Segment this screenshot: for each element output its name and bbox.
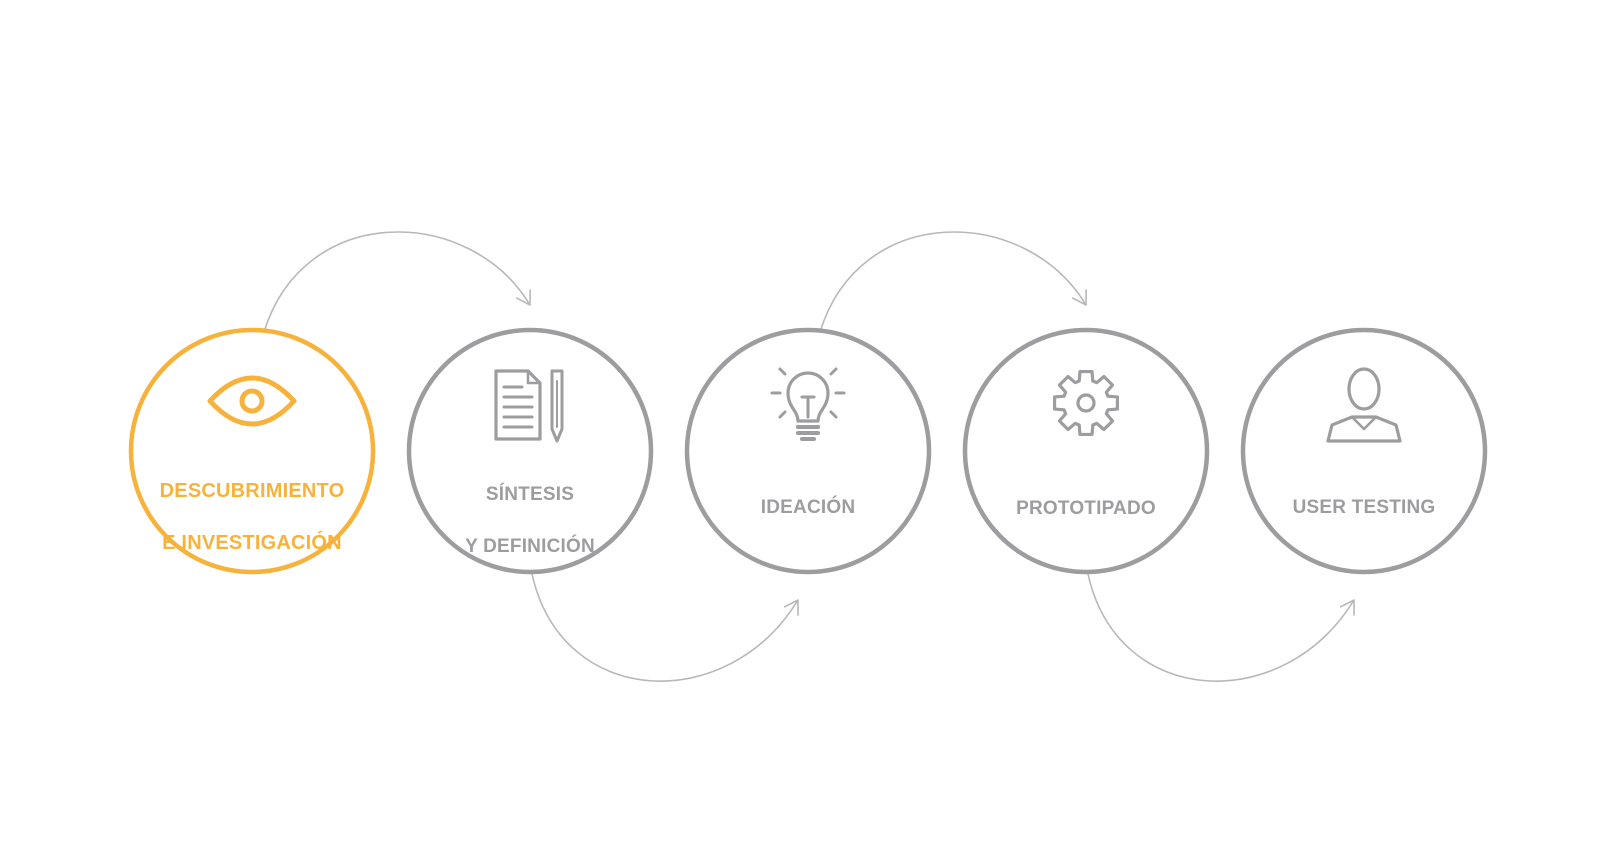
connector-arrow-ideacion-to-prototipado [819,231,1087,333]
step-circle-prototipado [962,327,1210,575]
step-circle-ideacion [684,327,932,575]
step-label-descubrimiento: DESCUBRIMIENTO E INVESTIGACIÓN [142,452,362,556]
step-circle-descubrimiento [128,327,376,575]
arrowhead-icon [1071,289,1087,306]
gear-icon [1052,369,1120,437]
step-circle-sintesis [406,327,654,575]
step-label-line1: IDEACIÓN [760,497,856,518]
step-label-line1: SÍNTESIS [485,484,575,505]
step-label-line2: E INVESTIGACIÓN [162,532,342,554]
connector-arrow-descubrimiento-to-sintesis [263,231,531,333]
eye-icon [207,375,297,427]
connector-arrow-prototipado-to-user-testing [1087,573,1355,682]
step-label-line1: DESCUBRIMIENTO [159,480,345,502]
step-label-line1: USER TESTING [1292,497,1436,518]
step-label-ideacion: IDEACIÓN [698,469,918,521]
connectors-layer [263,231,1355,682]
user-icon [1326,367,1402,443]
step-label-user-testing: USER TESTING [1254,469,1474,521]
connector-arrow-sintesis-to-ideacion [531,573,799,682]
step-label-line1: PROTOTIPADO [1016,498,1156,519]
lightbulb-icon [770,367,846,441]
arrowhead-icon [1339,599,1355,616]
step-circles-layer [128,327,1488,575]
step-circle-user-testing [1240,327,1488,575]
step-label-sintesis: SÍNTESIS Y DEFINICIÓN [420,456,640,560]
arrowhead-icon [515,289,531,306]
document-pencil-icon [494,369,564,443]
step-icons-layer [207,367,1402,443]
step-label-line2: Y DEFINICIÓN [465,536,595,557]
step-label-prototipado: PROTOTIPADO [976,470,1196,522]
arrowhead-icon [783,599,799,616]
